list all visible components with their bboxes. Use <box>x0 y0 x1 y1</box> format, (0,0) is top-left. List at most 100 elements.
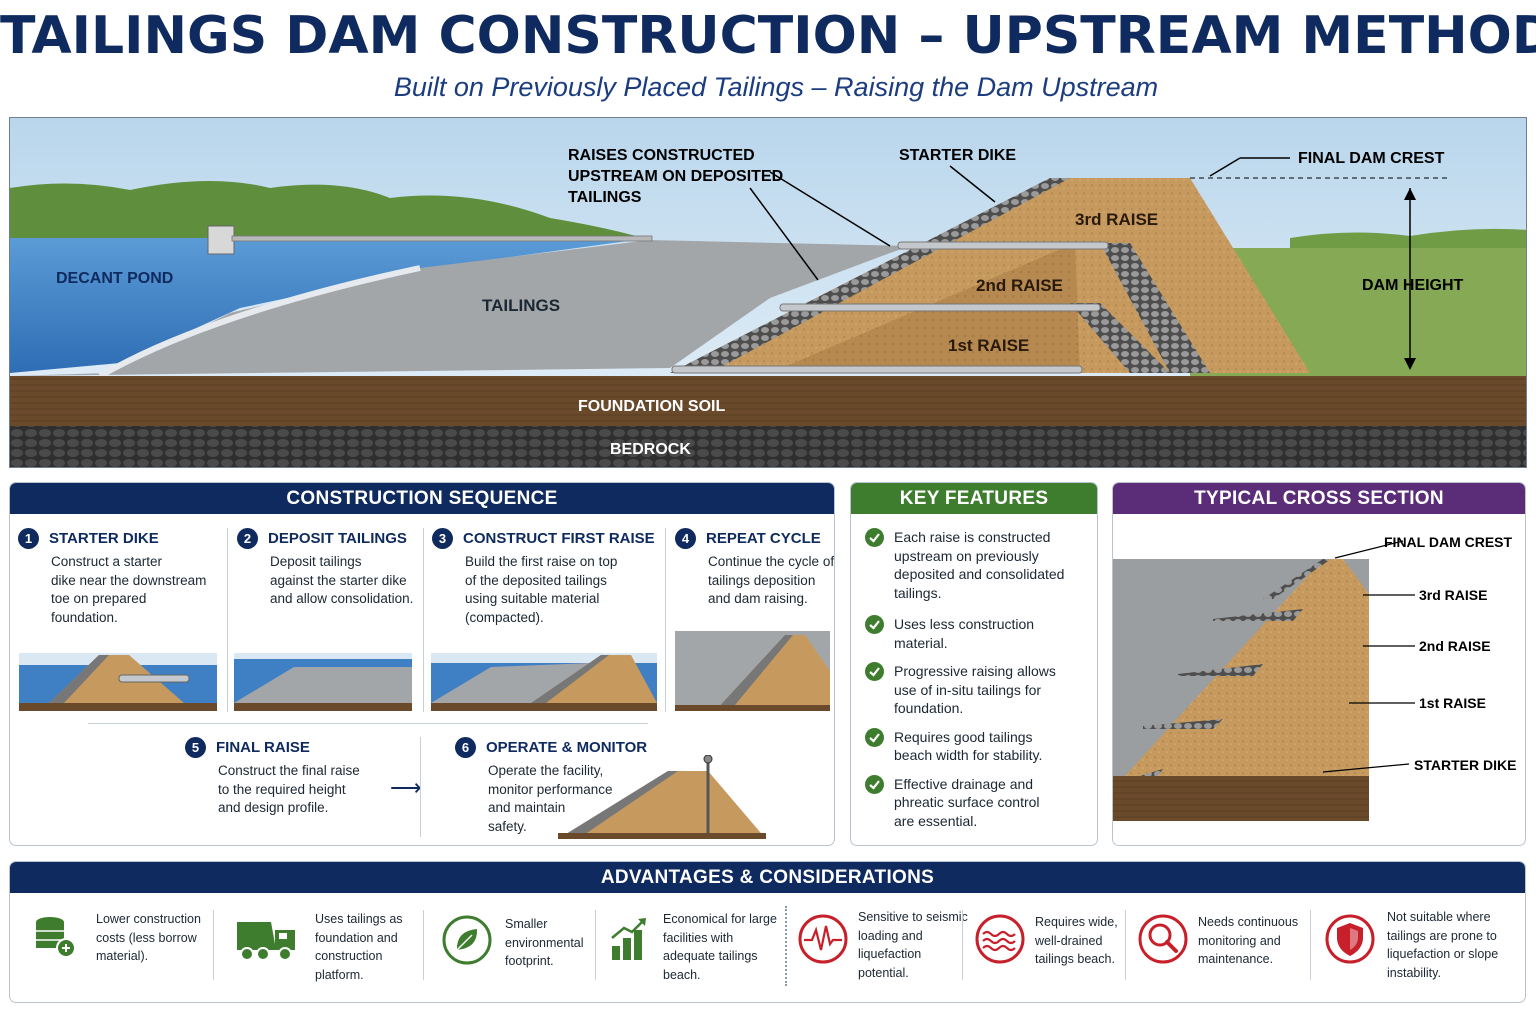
step-6: 6 OPERATE & MONITOR Operate the facility… <box>455 737 655 836</box>
dam-fill <box>1113 559 1369 804</box>
divider <box>1310 910 1311 980</box>
divider <box>665 528 666 712</box>
step-title: FINAL RAISE <box>216 739 310 756</box>
crest-leader <box>1334 540 1404 559</box>
raise2-gravel <box>1178 664 1263 676</box>
tailings-label: TAILINGS <box>482 296 560 315</box>
divider <box>595 910 596 980</box>
bedrock-label: BEDROCK <box>610 441 691 458</box>
raise1-gravel <box>1143 719 1223 729</box>
magnifier-icon <box>1138 914 1188 964</box>
leaf-icon <box>442 915 492 965</box>
raise-pipe-3 <box>897 241 1109 250</box>
upstream-gravel-face <box>670 178 1070 373</box>
step-number: 3 <box>432 528 453 549</box>
decant-pond-label: DECANT POND <box>56 270 173 287</box>
hills-left <box>10 180 650 248</box>
divider <box>1125 910 1126 980</box>
key-features-heading: KEY FEATURES <box>851 483 1097 514</box>
check-icon <box>865 662 884 681</box>
step-number: 1 <box>18 528 39 549</box>
raise-pipe-1 <box>671 365 1083 374</box>
step-number: 6 <box>455 737 476 758</box>
raises-note-line-3: TAILINGS <box>568 189 642 206</box>
cs-first-raise-label: 1st RAISE <box>1419 695 1486 711</box>
typical-cross-section-panel: TYPICAL CROSS SECTION FINAL DAM CREST 3r… <box>1112 482 1526 846</box>
advantages-heading: ADVANTAGES & CONSIDERATIONS <box>10 862 1525 893</box>
step-description: Operate the facility,monitor performance… <box>488 763 613 834</box>
tailings-surface <box>10 240 910 376</box>
construction-sequence-heading: CONSTRUCTION SEQUENCE <box>10 483 834 514</box>
check-icon <box>865 774 884 794</box>
divider <box>213 910 214 980</box>
step-title: STARTER DIKE <box>49 530 159 547</box>
divider <box>420 737 421 837</box>
cross-section-soil <box>1113 776 1369 821</box>
check-icon <box>865 727 884 747</box>
starter-dike-label: STARTER DIKE <box>899 147 1016 164</box>
step-number: 4 <box>675 528 696 549</box>
divider <box>423 910 424 980</box>
cross-section-diagram: FINAL DAM CREST 3rd RAISE 2nd RAISE 1st … <box>1113 534 1516 821</box>
step-title: OPERATE & MONITOR <box>486 739 648 756</box>
raises-note-line-1: RAISES CONSTRUCTED <box>568 147 755 164</box>
shoreline <box>98 265 421 379</box>
cs-final-dam-crest-label: FINAL DAM CREST <box>1384 534 1513 550</box>
crest-gravel <box>1263 559 1331 599</box>
crest-leader-2 <box>1209 157 1241 177</box>
raise-drain-2 <box>1070 303 1170 373</box>
starter-dike-leader <box>1322 763 1410 773</box>
step-3: 3 CONSTRUCT FIRST RAISE Build the first … <box>432 528 672 627</box>
first-raise-label: 1st RAISE <box>948 336 1029 355</box>
foundation-soil-layer <box>10 376 1526 426</box>
coins-plus-icon <box>36 917 76 958</box>
raise3-gravel <box>1213 609 1303 621</box>
starter-dike-leader <box>949 165 996 203</box>
repeat-cycle-thumbnail <box>675 631 830 711</box>
second-raise-label: 2nd RAISE <box>976 276 1063 295</box>
decant-tower <box>207 225 235 255</box>
step-title: DEPOSIT TAILINGS <box>268 530 407 547</box>
check-icon <box>865 528 884 547</box>
bedrock-layer <box>10 426 1526 467</box>
operate-monitor-thumbnail <box>558 755 766 839</box>
divider <box>423 528 424 712</box>
shield-icon <box>1325 914 1375 964</box>
first-raise-thumbnail <box>431 653 657 711</box>
decant-pipeline <box>231 235 653 242</box>
dump-truck-icon <box>237 922 295 961</box>
final-dam-crest-label: FINAL DAM CREST <box>1298 150 1445 167</box>
advantages-considerations-panel: ADVANTAGES & CONSIDERATIONS Lower constr… <box>9 861 1526 1003</box>
dam-height-label: DAM HEIGHT <box>1362 277 1464 294</box>
raises-leader-2 <box>749 187 819 281</box>
step-title: CONSTRUCT FIRST RAISE <box>463 530 655 547</box>
cs-third-raise-label: 3rd RAISE <box>1419 587 1487 603</box>
starter-dike-thumbnail <box>19 653 217 711</box>
raise-pipe-2 <box>779 303 1101 312</box>
hero-svg: DECANT POND TAILINGS RAISES CONSTRUCTED … <box>10 118 1526 467</box>
typical-cross-section-heading: TYPICAL CROSS SECTION <box>1113 483 1525 514</box>
divider <box>227 528 228 712</box>
cs-starter-dike-label: STARTER DIKE <box>1414 757 1516 773</box>
dam-cross-section-illustration: DECANT POND TAILINGS RAISES CONSTRUCTED … <box>9 117 1527 468</box>
page-subtitle: Built on Previously Placed Tailings – Ra… <box>393 72 1159 102</box>
